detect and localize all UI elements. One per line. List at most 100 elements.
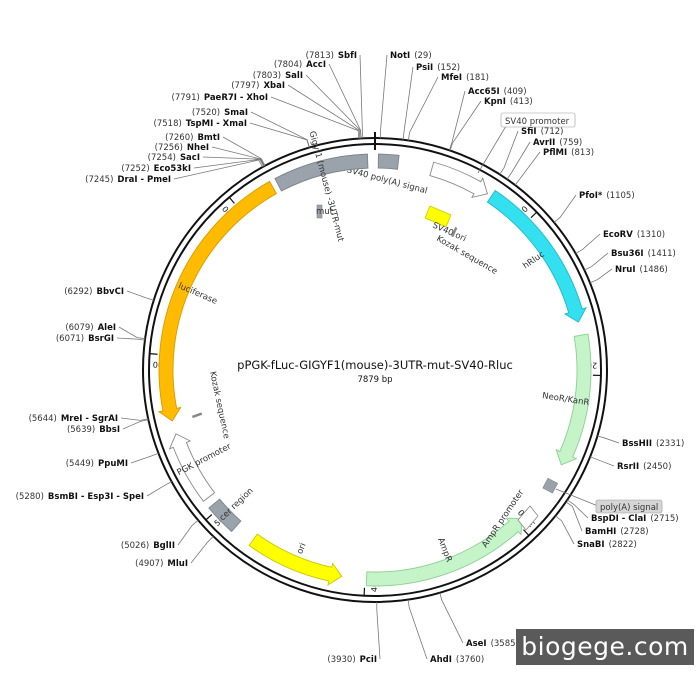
site-leader [575,233,601,254]
site-label: (7520)SmaI [192,108,248,118]
site-label: (4907)MluI [135,559,188,569]
site-leader [328,63,362,139]
site-position: (5449) [66,459,94,469]
site-name: PaeR7I - XhoI [204,93,268,103]
tick-mark [149,353,158,355]
site-name: AleI [98,323,116,333]
site-leader [118,326,146,340]
site-name: PpuMI [98,459,128,469]
site-leader [122,419,149,430]
site-leader [448,90,466,151]
site-position: (2728) [620,527,648,537]
polya-signal-leader [555,488,599,507]
feature-arrow [248,533,343,586]
site-leader [126,290,154,301]
site-position: (3760) [456,655,484,665]
site-leader [116,337,145,341]
site-position: (7245) [85,175,113,185]
site-name: SalI [285,71,303,81]
site-leader [597,435,620,444]
site-label: BspDI - ClaI(2715) [591,514,679,524]
site-name: AvrII [533,138,555,148]
site-label: AhdI (3760) [430,655,484,665]
site-label: SnaBI(2822) [577,540,637,550]
site-label: AvrII(759) [533,138,582,148]
site-name: BbsI [99,425,120,435]
site-position: (413) [510,97,533,107]
site-label: (3930)PciI [327,655,377,665]
site-position: (152) [437,63,460,73]
site-leader [359,54,364,139]
watermark-logo: biogege.com [516,629,694,665]
tick-mark [228,196,235,204]
site-label: KpnI(413) [484,97,533,107]
kozak-inner-mark [451,227,458,238]
site-leader [270,96,360,139]
plasmid-title: pPGK-fLuc-GIGYF1(mouse)-3UTR-mut-SV40-Rl… [237,358,513,372]
site-leader [514,151,541,186]
site-leader [190,536,214,564]
site-leader [177,519,199,546]
site-label: (6071)BsrGI [56,334,114,344]
site-position: (2822) [609,540,637,550]
site-name: AhdI [430,655,452,665]
site-leader [376,601,381,660]
site-position: (409) [504,87,527,97]
site-leader [449,100,482,151]
site-leader [130,452,159,464]
site-label: PfoI*(1105) [579,191,635,201]
site-label: (7245)DraI - PmeI [85,175,171,185]
site-position: (6071) [56,334,84,344]
site-position: (7252) [121,164,149,174]
sv40-promoter-leader [477,125,507,174]
site-position: (5280) [16,492,44,502]
site-leader [379,54,388,139]
site-position: (5644) [29,414,57,424]
site-label: MfeI(181) [441,73,489,83]
site-name: XbaI [263,81,285,91]
site-label: BamHI(2728) [585,527,649,537]
site-label: NotI(29) [390,51,432,61]
tick-mark [523,529,530,536]
site-position: (7803) [253,71,281,81]
feature-arrow [555,333,592,466]
site-label: PsiI(152) [416,63,460,73]
mut-label: mut [316,207,334,217]
ampr-promoter-arrow [517,505,539,531]
site-leader [555,515,575,545]
site-name: SbfI [338,51,357,61]
site-position: (1310) [637,230,665,240]
feature-label: SV40 poly(A) signal [346,165,429,196]
feature-arrow [429,161,488,199]
site-name: AccI [306,60,326,70]
sv40-promoter-box [500,112,576,128]
site-leader [222,136,266,166]
site-leader [566,499,589,519]
site-name: BspDI - ClaI [591,514,646,524]
feature-arrow [274,153,369,192]
site-name: NheI [187,143,209,153]
site-name: SmaI [224,108,248,118]
site-label: (5026)BglII [121,541,175,551]
plasmid-size: 7879 bp [357,375,392,385]
site-position: (7254) [148,153,176,163]
feature-arrow [486,189,587,323]
polya-signal-label: poly(A) signal [600,503,658,513]
site-label: (5449) PpuMI [66,459,128,469]
feature-arrow [377,153,400,170]
site-leader [120,417,149,421]
site-name: EcoRV [603,230,633,240]
site-leader [146,481,172,497]
site-label: AseI(3585) [466,639,519,649]
site-label: Bsu36I(1411) [611,249,676,259]
tick-mark [530,211,538,219]
site-position: (2450) [643,462,671,472]
site-name: Eco53kI [154,164,191,174]
site-position: (5026) [121,541,149,551]
site-label: (7797)XbaI [231,81,285,91]
site-position: (7791) [172,93,200,103]
site-position: (813) [571,148,594,158]
site-position: (5639) [67,425,95,435]
site-leader [287,84,361,139]
